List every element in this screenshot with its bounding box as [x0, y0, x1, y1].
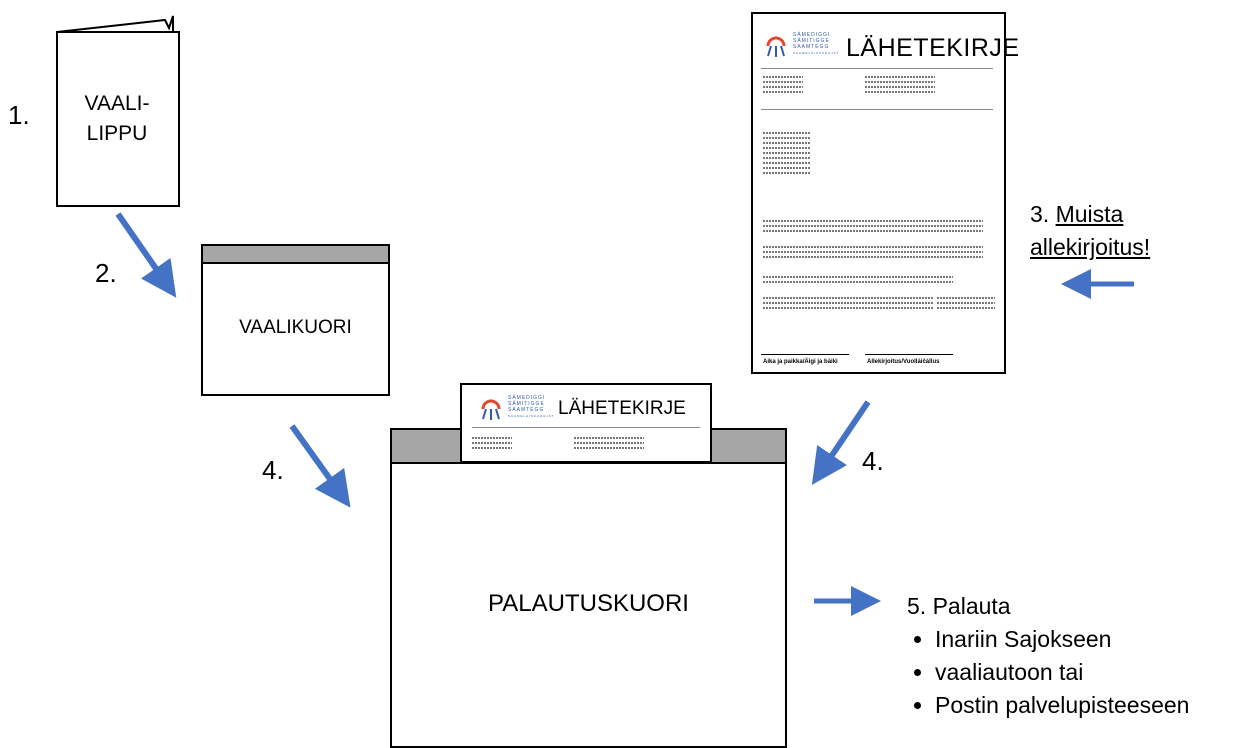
cover-letter-footer-right: Allekirjoitus/Vuolláičállus [867, 359, 940, 365]
logo-text-large: SÁMEDIGGI SÄMITIGGE SAAMTÉGG SAAMELAISKÄ… [793, 32, 840, 55]
step-4-right-number: 4. [862, 446, 884, 476]
step-3-line2: allekirjoitus! [1030, 234, 1151, 260]
cover-letter-document: SÁMEDIGGI SÄMITIGGE SAAMTÉGG SAAMELAISKÄ… [751, 12, 1019, 374]
large-envelope-label: PALAUTUSKUORI [488, 590, 689, 617]
step-5-item: Postin palvelupisteeseen [935, 689, 1189, 722]
step-3-text: 3. Muista allekirjoitus! [1030, 198, 1150, 264]
step-5-title: 5. Palauta [907, 593, 1011, 619]
arrow-step2 [115, 212, 177, 298]
step-3-number: 3. [1030, 201, 1050, 227]
small-envelope-label: VAALIKUORI [239, 317, 352, 338]
saami-logo-icon-large [766, 36, 786, 57]
cover-letter-small-title: LÄHETEKIRJE [558, 398, 686, 419]
ballot-label: VAALI- LIPPU [57, 34, 177, 204]
cover-letter-in-envelope: SÁMEDIGGI SÄMITIGGE SAAMTÉGG SAAMELAISKÄ… [460, 383, 712, 463]
cover-letter-footer-left: Aika ja paikka/Äigi ja báiki [763, 359, 838, 365]
arrow-step4-left [289, 424, 351, 508]
step-5-block: 5. Palauta Inariin Sajokseen vaaliautoon… [907, 590, 1189, 722]
cover-letter-title: LÄHETEKIRJE [846, 34, 1020, 62]
arrow-step4-right [811, 400, 871, 485]
logo-text-small: SÁMEDIGGI SÄMITIGGE SAAMTÉGG SAAMELAISKÄ… [508, 395, 555, 418]
ballot-label-line2: LIPPU [86, 122, 148, 145]
step-5-list: Inariin Sajokseen vaaliautoon tai Postin… [907, 623, 1189, 722]
small-envelope-flap [203, 246, 388, 264]
step-1-number: 1. [8, 100, 30, 130]
step-4-left-number: 4. [262, 455, 284, 485]
step-5-item: Inariin Sajokseen [935, 623, 1189, 656]
step-2-number: 2. [95, 258, 117, 288]
ballot-fold-icon [56, 15, 180, 207]
small-envelope: VAALIKUORI [201, 244, 390, 396]
saami-logo-icon [481, 399, 501, 420]
large-envelope: PALAUTUSKUORI [390, 428, 787, 748]
step-5-item: vaaliautoon tai [935, 656, 1189, 689]
ballot-label-line1: VAALI- [84, 92, 150, 115]
step-3-line1: Muista [1055, 201, 1124, 227]
